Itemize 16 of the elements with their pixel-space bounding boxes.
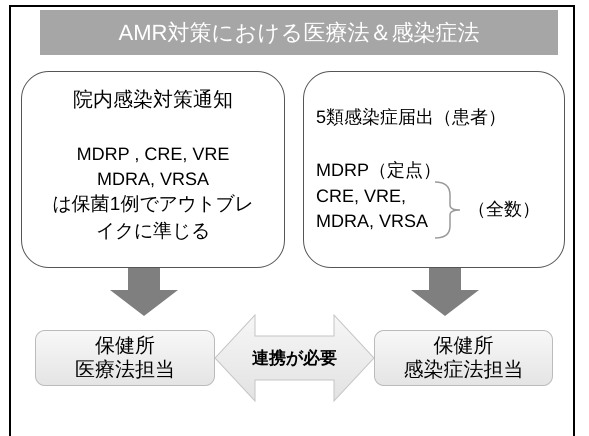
box-text: CRE, VRE, MDRA, VRSA: [316, 185, 430, 234]
rounded-box: [21, 71, 285, 268]
box-text: 院内感染対策通知: [72, 88, 234, 113]
box-text: MDRP（定点）: [316, 159, 441, 182]
block-arrow: [214, 314, 375, 402]
box-text: は保菌1例でアウトブレイクに準じる: [52, 193, 254, 244]
rounded-box: [303, 71, 565, 268]
block-arrow: [411, 268, 479, 316]
edge-label: 連携が必要: [252, 348, 337, 370]
box-text: MDRP , CRE, VRE MDRA, VRSA: [76, 143, 230, 192]
office-box: 保健所 医療法担当: [35, 330, 215, 386]
title-banner: AMR対策における医療法＆感染症法: [40, 10, 558, 55]
box-text: 5類感染症届出（患者）: [316, 106, 506, 129]
block-arrow: [110, 268, 178, 316]
office-box: 保健所 感染症法担当: [374, 330, 553, 386]
box-text: （全数）: [468, 198, 540, 221]
